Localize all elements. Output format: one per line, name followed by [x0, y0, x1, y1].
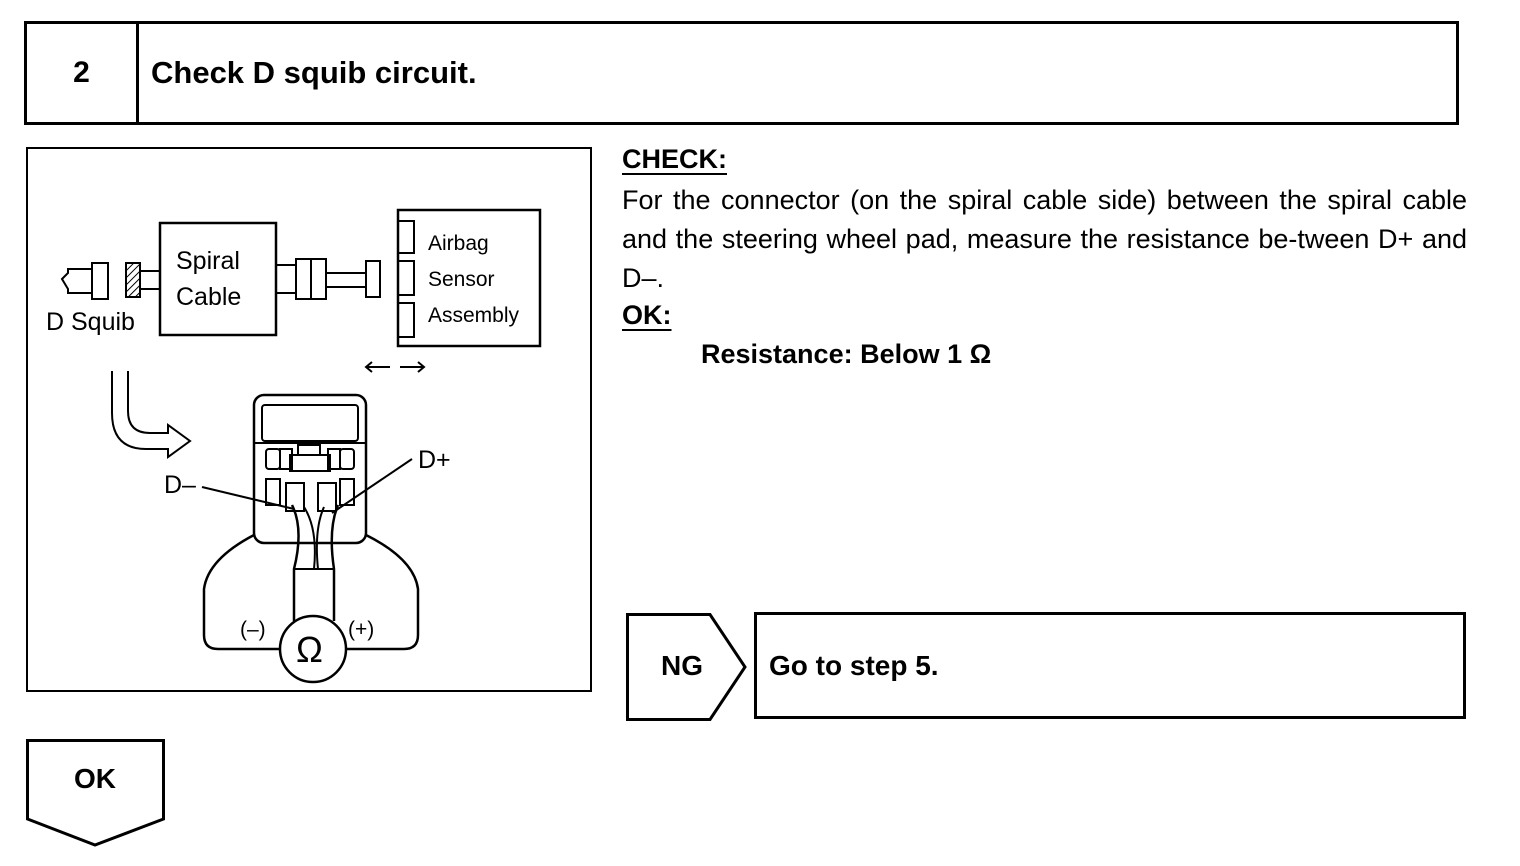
- ok-branch-label: OK: [74, 763, 116, 794]
- wiring-figure: Spiral Cable D Squib Airbag Sensor Assem…: [26, 147, 592, 692]
- ohm-icon: Ω: [296, 629, 323, 670]
- ng-arrow-shape: [626, 613, 747, 721]
- sensor-label: Sensor: [428, 268, 495, 291]
- airbag-label: Airbag: [428, 232, 489, 255]
- step-header: 2 Check D squib circuit.: [24, 21, 1459, 125]
- squib-plug-body: [91, 262, 109, 300]
- spiral-cable-label-1: Spiral: [176, 247, 240, 275]
- d-squib-label: D Squib: [46, 308, 135, 336]
- ohm-meter: [278, 614, 348, 684]
- spiral-cable-label-2: Cable: [176, 283, 242, 311]
- d-plus-label: D+: [418, 446, 451, 474]
- d-minus-label: D–: [164, 471, 196, 499]
- ok-arrow-shape: [26, 739, 165, 847]
- step-title: Check D squib circuit.: [151, 55, 477, 90]
- check-heading: CHECK:: [622, 144, 727, 174]
- squib-connector-hatched: [125, 262, 141, 298]
- spiral-cable-box: [158, 221, 278, 337]
- ng-action-text: Go to step 5.: [769, 649, 939, 681]
- wiring-diagram: [60, 208, 542, 684]
- ok-specification: Resistance: Below 1 Ω: [701, 339, 992, 369]
- ng-label: NG: [661, 650, 703, 681]
- meter-plus-label: (+): [348, 618, 375, 641]
- ok-heading: OK:: [622, 300, 672, 330]
- meter-minus-label: (–): [240, 618, 266, 641]
- squib-plug-shape: [60, 268, 93, 294]
- connector-face: [252, 393, 368, 545]
- step-number: 2: [27, 24, 139, 122]
- check-instructions: For the connector (on the spiral cable s…: [622, 185, 1467, 293]
- assembly-label: Assembly: [428, 304, 520, 327]
- bent-arrow: [111, 371, 192, 459]
- ng-action-box: Go to step 5.: [754, 612, 1466, 719]
